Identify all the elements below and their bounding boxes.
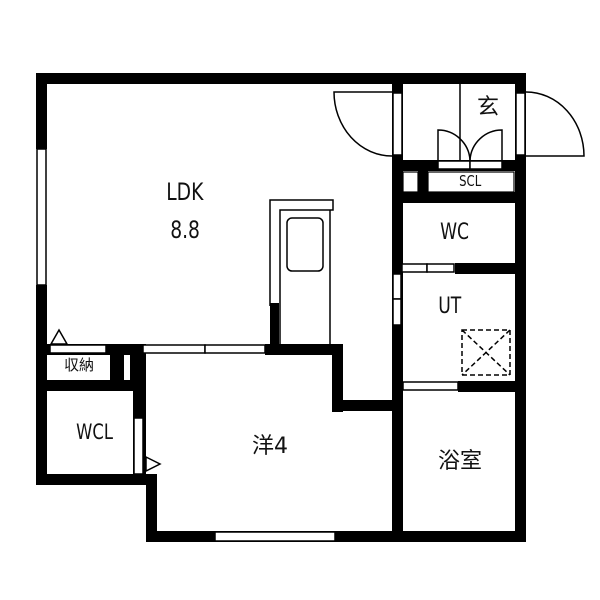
room-label-scl: SCL <box>440 174 500 189</box>
room-label-ldk: LDK <box>150 180 220 204</box>
ldk-name: LDK <box>166 178 204 206</box>
western-room-name: 洋4 <box>252 434 288 459</box>
wall-top <box>36 73 526 84</box>
ldk-size: 8.8 <box>170 216 200 244</box>
room-label-bathroom: 浴室 <box>420 451 500 473</box>
wcl-name: WCL <box>76 420 114 444</box>
ut-door-b <box>392 298 402 326</box>
room-label-wcl: WCL <box>60 422 130 443</box>
wall-wc-bottom <box>455 263 526 274</box>
storage-door <box>49 344 107 354</box>
storage-entry-arrow-icon <box>49 328 69 345</box>
ut-name: UT <box>438 294 462 319</box>
scl-name: SCL <box>458 172 482 190</box>
bathroom-name: 浴室 <box>437 449 482 474</box>
sliding-door-western-b <box>204 344 266 354</box>
wall-storage-bottom <box>36 380 146 391</box>
kitchen-counter-outline <box>269 199 334 345</box>
ldk-door-swing <box>333 91 393 157</box>
scl-door-swing-right <box>469 129 503 161</box>
wall-wcl-bottom <box>36 474 156 485</box>
wall-bottom-right <box>146 531 526 542</box>
entry-door-swing <box>525 91 585 157</box>
window-western-bottom <box>214 531 336 542</box>
entry-door-frame <box>515 92 526 156</box>
wall-step-vertical <box>332 344 343 412</box>
room-label-ut: UT <box>420 296 480 318</box>
scl-small-cabinet <box>402 171 419 193</box>
sliding-door-western-a <box>142 344 206 354</box>
ldk-door-frame <box>392 92 403 156</box>
ut-door-a <box>392 273 402 300</box>
wc-door-a <box>401 263 428 273</box>
wall-step-horizontal <box>332 400 402 411</box>
wcl-entry-arrow-icon <box>145 455 162 473</box>
room-label-entrance: 玄 <box>473 97 503 119</box>
wall-western-left-lower <box>146 474 157 542</box>
wall-wc-bottom-left <box>392 263 402 274</box>
washing-machine-space <box>461 329 511 376</box>
scl-door-a <box>437 160 471 170</box>
kitchen-sink <box>286 217 324 272</box>
washing-machine-x2 <box>461 329 511 376</box>
wall-scl-bottom <box>392 192 526 203</box>
wall-right <box>515 73 526 542</box>
wall-storage-divider-a <box>110 344 124 384</box>
room-size-ldk: 8.8 <box>150 218 220 242</box>
room-label-storage: 収納 <box>50 358 108 373</box>
wc-door-b <box>426 263 455 273</box>
wcl-door <box>133 417 144 475</box>
room-label-wc: WC <box>425 222 485 244</box>
wc-name: WC <box>440 220 470 245</box>
bath-door <box>402 381 459 391</box>
wall-scl-divider <box>418 160 428 200</box>
wall-ut-bottom <box>458 381 526 392</box>
scl-shelf <box>427 171 515 193</box>
scl-door-b <box>469 160 503 170</box>
entrance-name: 玄 <box>476 95 499 120</box>
wall-left-upper <box>36 73 47 149</box>
wall-kitchen-stub <box>270 303 279 351</box>
room-label-western: 洋4 <box>230 436 310 458</box>
wall-ldk-bottom-right <box>265 344 335 355</box>
storage-name: 収納 <box>63 356 94 374</box>
scl-door-swing-left <box>437 129 471 161</box>
window-ldk-left <box>36 148 47 286</box>
